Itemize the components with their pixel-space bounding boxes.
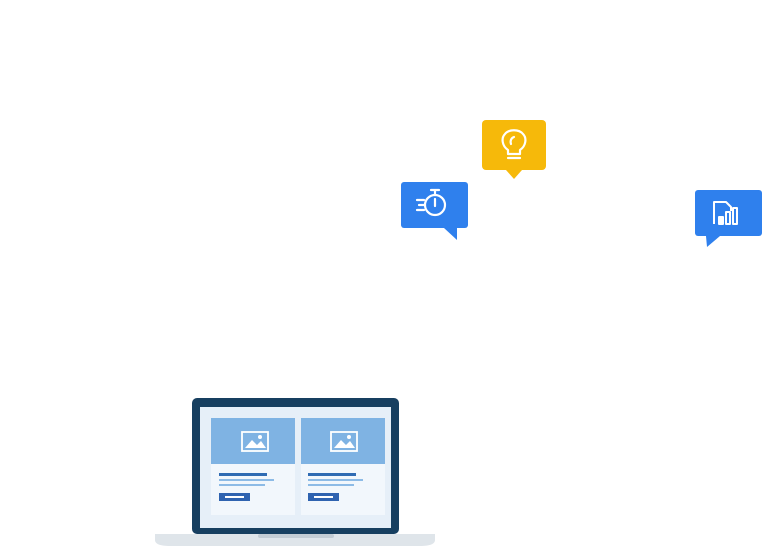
card-2-title-line xyxy=(308,473,356,476)
lightbulb-bubble-tail xyxy=(506,170,522,179)
card-2-button xyxy=(308,493,339,501)
document-chart-bubble xyxy=(695,190,762,247)
card-2-image-block xyxy=(301,418,385,464)
image-placeholder-icon xyxy=(241,431,269,452)
content-card-2 xyxy=(301,418,385,515)
card-2-text-line-2 xyxy=(308,484,354,486)
image-placeholder-icon xyxy=(330,431,358,452)
document-chart-icon xyxy=(713,201,738,225)
content-card-1 xyxy=(211,418,295,515)
lightbulb-icon xyxy=(501,129,527,160)
lightbulb-bubble-body xyxy=(482,120,546,170)
card-2-text-line-1 xyxy=(308,479,363,481)
lightbulb-bubble xyxy=(482,120,546,179)
document-chart-bubble-tail xyxy=(706,236,720,247)
laptop-base-notch xyxy=(258,534,334,538)
stopwatch-bubble xyxy=(401,182,468,240)
stopwatch-bubble-tail xyxy=(444,228,457,240)
card-1-text-line-2 xyxy=(219,484,265,486)
card-1-button xyxy=(219,493,250,501)
laptop xyxy=(155,398,435,546)
card-1-title-line xyxy=(219,473,267,476)
laptop-base xyxy=(155,534,435,546)
stopwatch-icon xyxy=(415,188,447,217)
card-1-text-line-1 xyxy=(219,479,274,481)
